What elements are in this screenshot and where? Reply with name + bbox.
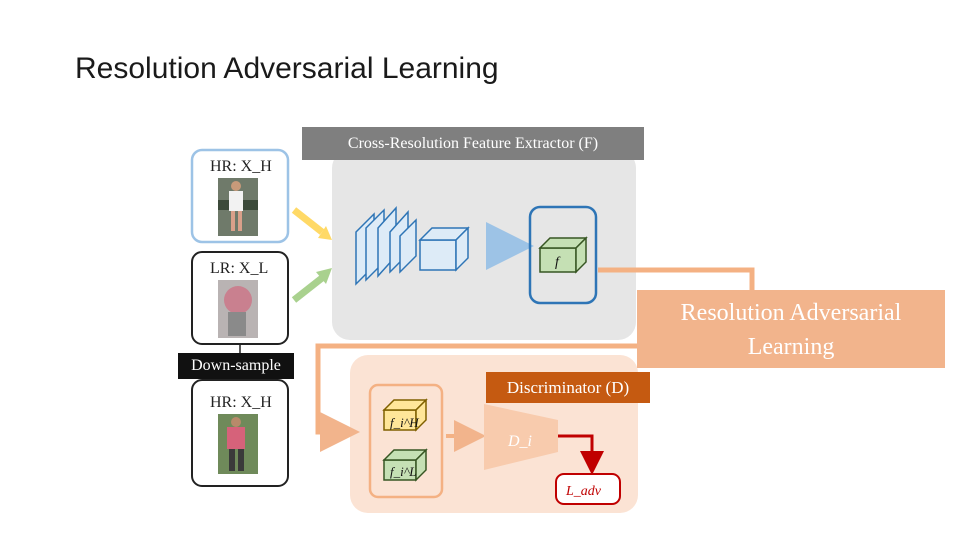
feature-high-cube [382, 398, 428, 432]
adversarial-learning-box: Resolution Adversarial Learning [637, 290, 945, 368]
lr-label: LR: X_L [210, 260, 269, 277]
feature-cube [538, 236, 588, 274]
discriminator-to-loss-arrow [558, 434, 604, 475]
discriminator-net-symbol: D_i [507, 433, 532, 450]
hr-bottom-label: HR: X_H [210, 394, 272, 411]
hr-top-label: HR: X_H [210, 158, 272, 175]
hr-to-extractor-arrow [291, 207, 325, 235]
cnn-layers [355, 206, 470, 286]
feature-to-adversarial-line [598, 267, 755, 292]
loss-symbol: L_adv [565, 484, 602, 499]
hr-bottom-person-photo [218, 414, 258, 474]
feature-high-symbol: f_i^H [390, 415, 419, 430]
lr-to-extractor-arrow [291, 275, 325, 303]
feature-frame [528, 205, 598, 305]
discriminator-net [484, 404, 558, 470]
extractor-label: Cross-Resolution Feature Extractor (F) [302, 127, 644, 160]
feature-symbol: f [555, 255, 561, 270]
loss-box [555, 473, 621, 505]
feature-low-symbol: f_i^L [390, 464, 416, 479]
lr-person-photo [218, 280, 258, 338]
adversarial-line-2: Learning [747, 334, 835, 360]
discriminator-inner-panel [368, 383, 444, 499]
adversarial-to-discriminator-line [315, 343, 640, 452]
slide-title: Resolution Adversarial Learning [75, 52, 499, 85]
adversarial-line-1: Resolution Adversarial [680, 300, 902, 326]
hr-person-photo [218, 178, 258, 236]
feature-low-cube [382, 448, 428, 482]
discriminator-label: Discriminator (D) [486, 372, 650, 403]
downsample-label: Down-sample [178, 353, 294, 379]
extractor-panel [332, 150, 636, 340]
